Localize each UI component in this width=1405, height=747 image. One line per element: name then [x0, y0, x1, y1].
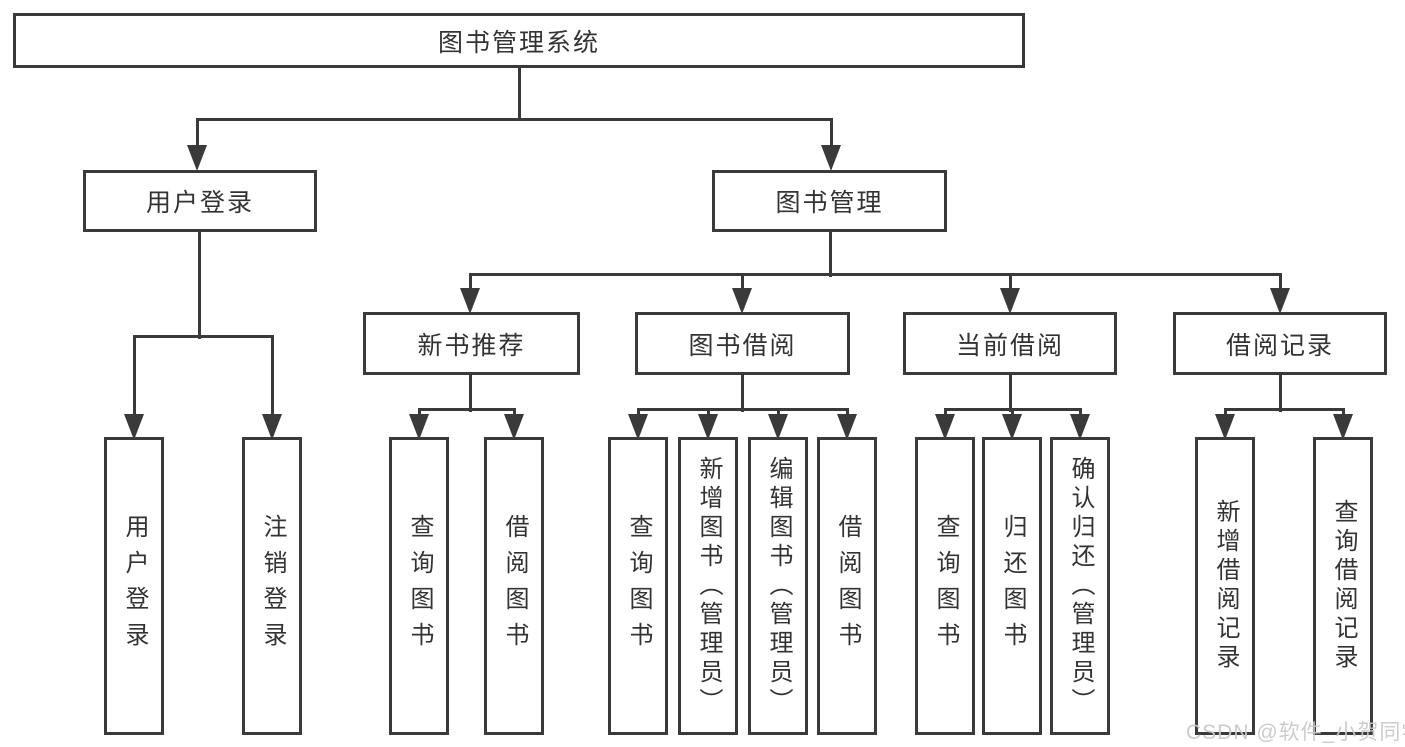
arrow-down-icon — [1270, 288, 1290, 314]
connector-line — [845, 409, 849, 418]
arrow-down-icon — [262, 414, 282, 440]
connector-line — [417, 407, 516, 411]
node-borrow-records: 借阅记录 — [1173, 312, 1387, 375]
connector-line — [1278, 373, 1282, 412]
connector-line — [1341, 409, 1345, 418]
node-label: 编辑图书（管理员） — [765, 455, 792, 717]
node-label: 图书借阅 — [688, 331, 797, 360]
connector-line — [1078, 409, 1082, 418]
connector-line — [636, 409, 640, 418]
connector-line — [776, 409, 780, 418]
node-book-management: 图书管理 — [712, 170, 947, 232]
leaf-query-books-recommend: 查询图书 — [389, 437, 449, 735]
connector-line — [468, 274, 472, 292]
connector-line — [197, 230, 201, 339]
node-label: 新书推荐 — [417, 331, 526, 360]
node-new-book-recommend: 新书推荐 — [363, 312, 580, 375]
arrow-down-icon — [504, 414, 524, 440]
arrow-down-icon — [187, 145, 207, 171]
node-label: 借阅图书 — [501, 514, 528, 658]
connector-line — [943, 409, 947, 418]
node-label: 确认归还（管理员） — [1067, 455, 1094, 717]
leaf-query-books-borrow: 查询图书 — [608, 437, 668, 735]
connector-line — [740, 373, 744, 412]
leaf-borrow-books: 借阅图书 — [817, 437, 877, 735]
connector-line — [468, 373, 472, 412]
leaf-query-books-current: 查询图书 — [915, 437, 975, 735]
csdn-watermark: CSDN @软件_小贺同学 — [1186, 721, 1405, 744]
arrow-down-icon — [1002, 414, 1022, 440]
connector-line — [1223, 409, 1227, 418]
arrow-down-icon — [124, 414, 144, 440]
leaf-return-books: 归还图书 — [982, 437, 1042, 735]
node-label: 借阅图书 — [834, 514, 861, 658]
connector-line — [270, 336, 274, 418]
connector-line — [829, 119, 833, 148]
leaf-confirm-return-admin: 确认归还（管理员） — [1050, 437, 1110, 735]
arrow-down-icon — [1215, 414, 1235, 440]
connector-line — [132, 334, 274, 338]
node-label: 新增借阅记录 — [1212, 499, 1239, 673]
connector-line — [1008, 274, 1012, 292]
arrow-down-icon — [1000, 288, 1020, 314]
connector-line — [740, 274, 744, 292]
connector-line — [1223, 407, 1345, 411]
leaf-add-borrow-record: 新增借阅记录 — [1195, 437, 1255, 735]
connector-line — [1010, 409, 1014, 418]
arrow-down-icon — [1333, 414, 1353, 440]
leaf-logout: 注销登录 — [242, 437, 302, 735]
leaf-query-borrow-record: 查询借阅记录 — [1313, 437, 1373, 735]
connector-line — [517, 66, 521, 121]
node-label: 查询借阅记录 — [1330, 499, 1357, 673]
arrow-down-icon — [837, 414, 857, 440]
connector-line — [1278, 274, 1282, 292]
node-root-library-system: 图书管理系统 — [13, 13, 1025, 68]
arrow-down-icon — [460, 288, 480, 314]
connector-line — [132, 336, 136, 418]
node-label: 借阅记录 — [1225, 331, 1334, 360]
connector-line — [195, 119, 199, 148]
arrow-down-icon — [732, 288, 752, 314]
node-label: 用户登录 — [145, 189, 254, 217]
node-book-borrow: 图书借阅 — [635, 312, 850, 375]
connector-line — [195, 117, 833, 121]
arrow-down-icon — [821, 145, 841, 171]
connector-line — [706, 409, 710, 418]
node-label: 查询图书 — [625, 514, 652, 658]
node-label: 注销登录 — [259, 514, 286, 658]
node-label: 图书管理系统 — [437, 28, 600, 57]
leaf-user-login: 用户登录 — [104, 437, 164, 735]
leaf-add-books-admin: 新增图书（管理员） — [678, 437, 738, 735]
arrow-down-icon — [698, 414, 718, 440]
node-current-borrow: 当前借阅 — [903, 312, 1117, 375]
connector-line — [828, 230, 832, 277]
arrow-down-icon — [409, 414, 429, 440]
connector-line — [943, 407, 1082, 411]
node-user-login: 用户登录 — [83, 170, 317, 232]
connector-line — [417, 409, 421, 418]
leaf-borrow-books-recommend: 借阅图书 — [484, 437, 544, 735]
node-label: 图书管理 — [775, 189, 884, 217]
leaf-edit-books-admin: 编辑图书（管理员） — [748, 437, 808, 735]
node-label: 用户登录 — [121, 514, 148, 658]
node-label: 归还图书 — [999, 514, 1026, 658]
connector-line — [512, 409, 516, 418]
node-label: 当前借阅 — [955, 331, 1064, 360]
connector-line — [636, 407, 849, 411]
node-label: 查询图书 — [406, 514, 433, 658]
connector-line — [468, 272, 1282, 276]
connector-line — [1008, 373, 1012, 412]
node-label: 新增图书（管理员） — [695, 455, 722, 717]
arrow-down-icon — [628, 414, 648, 440]
node-label: 查询图书 — [932, 514, 959, 658]
arrow-down-icon — [1070, 414, 1090, 440]
arrow-down-icon — [768, 414, 788, 440]
arrow-down-icon — [935, 414, 955, 440]
